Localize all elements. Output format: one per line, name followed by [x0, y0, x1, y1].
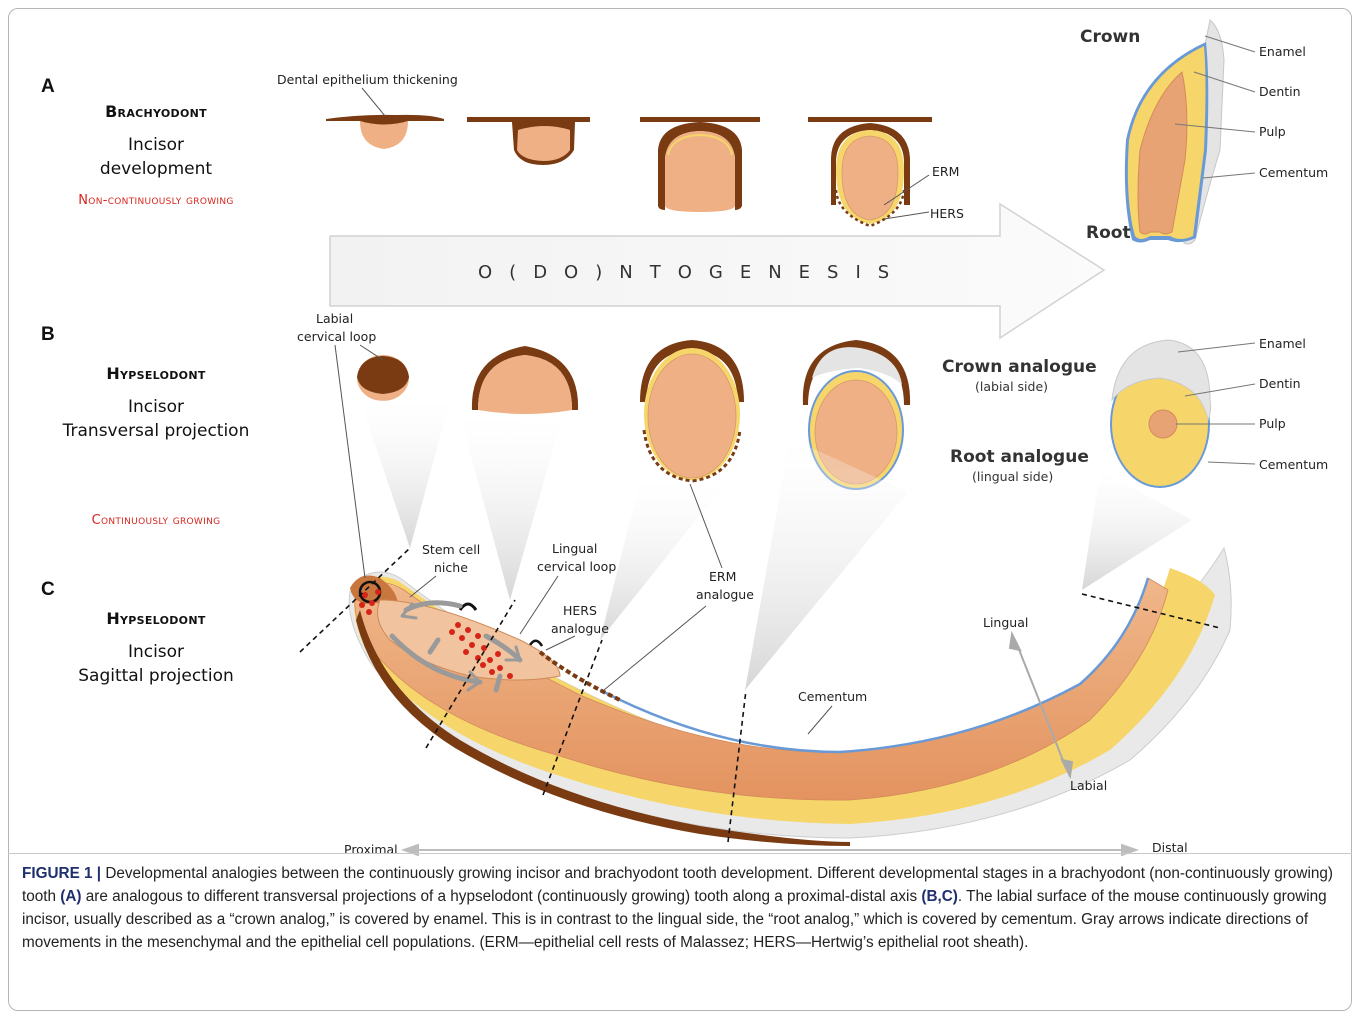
- panel-letter-a: A: [41, 76, 55, 98]
- figure-caption: FIGURE 1 | Developmental analogies betwe…: [22, 862, 1342, 954]
- caption-text-2: are analogous to different transversal p…: [82, 888, 922, 905]
- transverse-section-3: [640, 340, 744, 481]
- distal-label: Distal: [1152, 839, 1188, 857]
- panel-letter-b: B: [41, 324, 55, 346]
- panel-b-type: Hypselodont: [56, 364, 256, 383]
- transverse-section-1: [357, 355, 409, 401]
- root-analogue-label: Root analogue: [950, 447, 1089, 467]
- lingual-label: Lingual: [983, 614, 1028, 632]
- figure-label: FIGURE 1 |: [22, 865, 101, 882]
- dental-epithelium-label: Dental epithelium thickening: [277, 71, 458, 89]
- projection-cone-3: [600, 480, 720, 640]
- ontogenesis-label: O(DO)NTOGENESIS: [478, 262, 906, 283]
- transverse-section-mature: [1110, 340, 1211, 488]
- panel-a-line2: development: [56, 157, 256, 181]
- crown-analogue-sub: (labial side): [975, 379, 1048, 394]
- panel-c-type: Hypselodont: [56, 609, 256, 628]
- panel-b-line2: Transversal projection: [46, 419, 266, 443]
- stem-cell-label-2: niche: [434, 559, 468, 577]
- cementum-label-a: Cementum: [1259, 164, 1328, 182]
- transverse-section-2: [472, 346, 578, 414]
- pulp-label-b: Pulp: [1259, 415, 1286, 433]
- projection-cone-1: [360, 400, 450, 548]
- lingual-loop-label-2: cervical loop: [537, 558, 616, 576]
- dentin-label-a: Dentin: [1259, 83, 1301, 101]
- crown-label: Crown: [1080, 27, 1140, 47]
- cementum-label-c: Cementum: [798, 688, 867, 706]
- panel-b-line1: Incisor: [56, 395, 256, 419]
- cementum-label-b: Cementum: [1259, 456, 1328, 474]
- hers-analogue-label-1: HERS: [563, 602, 597, 620]
- root-label: Root: [1086, 223, 1131, 243]
- brachyodont-stage-4: [808, 117, 932, 226]
- erm-label: ERM: [932, 163, 959, 181]
- pulp-label-a: Pulp: [1259, 123, 1286, 141]
- labial-cervical-loop-label-1: Labial: [316, 310, 353, 328]
- brachyodont-stage-3: [640, 117, 760, 212]
- enamel-label-a: Enamel: [1259, 43, 1306, 61]
- erm-analogue-label-2: analogue: [696, 586, 754, 604]
- crown-analogue-label: Crown analogue: [942, 357, 1097, 377]
- hers-analogue-label-2: analogue: [551, 620, 609, 638]
- caption-divider: [8, 853, 1352, 854]
- mature-tooth: [1125, 20, 1224, 244]
- root-analogue-sub: (lingual side): [972, 469, 1053, 484]
- caption-ref-bc: (B,C): [921, 888, 958, 905]
- caption-ref-a: (A): [60, 888, 81, 905]
- panel-a-line1: Incisor: [56, 133, 256, 157]
- brachyodont-stage-1: [326, 115, 444, 149]
- stem-cell-label-1: Stem cell: [422, 541, 480, 559]
- labial-cervical-loop-label-2: cervical loop: [297, 328, 376, 346]
- panel-a-growth: Non-continuously growing: [36, 193, 276, 208]
- lingual-loop-label-1: Lingual: [552, 540, 597, 558]
- panel-letter-c: C: [41, 579, 55, 601]
- panel-c-line1: Incisor: [56, 640, 256, 664]
- panel-b-growth: Continuously growing: [36, 513, 276, 528]
- dentin-label-b: Dentin: [1259, 375, 1301, 393]
- enamel-label-b: Enamel: [1259, 335, 1306, 353]
- erm-analogue-label-1: ERM: [709, 568, 736, 586]
- hers-label: HERS: [930, 205, 964, 223]
- panel-c-line2: Sagittal projection: [56, 664, 256, 688]
- labial-label: Labial: [1070, 777, 1107, 795]
- proximal-label: Proximal: [344, 841, 398, 859]
- brachyodont-stage-2: [467, 117, 590, 165]
- panel-a-type: Brachyodont: [56, 102, 256, 121]
